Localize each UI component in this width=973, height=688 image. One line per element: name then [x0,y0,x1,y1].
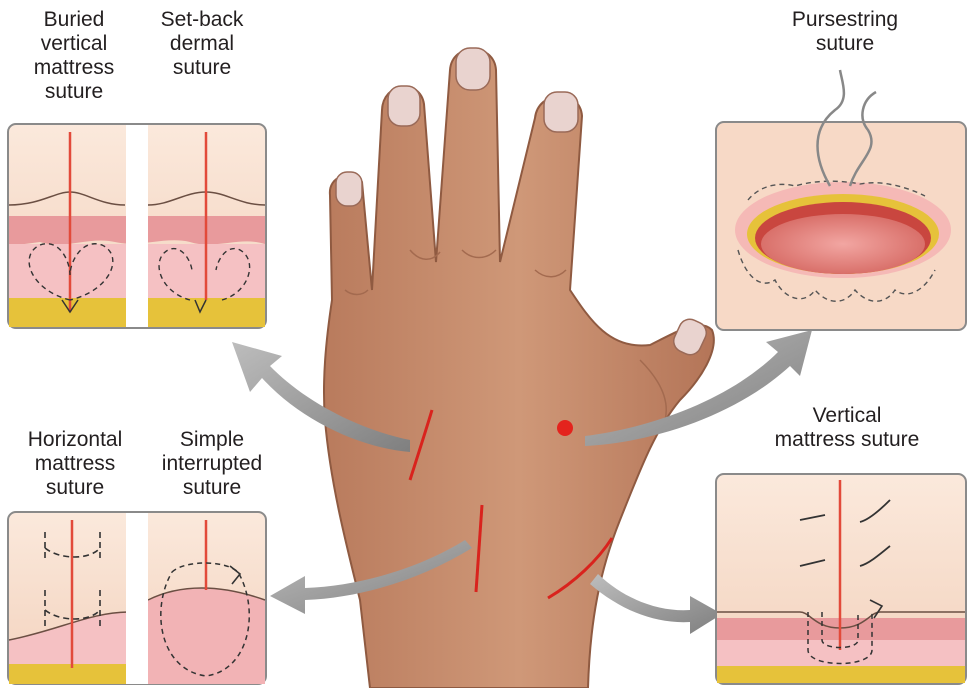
panel-horizontal-simple [8,512,266,684]
panel-buried-setback [8,124,266,328]
hand [324,48,714,688]
panel-vertical-mattress [716,474,966,684]
panel-pursestring [716,70,966,330]
arrow-to-vertical-mattress-panel [590,574,722,634]
fingernail [388,86,420,126]
fingernail [336,172,362,206]
fingernail [544,92,578,132]
fingernail [456,48,490,90]
puncture-wound [557,420,573,436]
panel-divider [126,513,148,684]
panel-divider [126,125,148,327]
